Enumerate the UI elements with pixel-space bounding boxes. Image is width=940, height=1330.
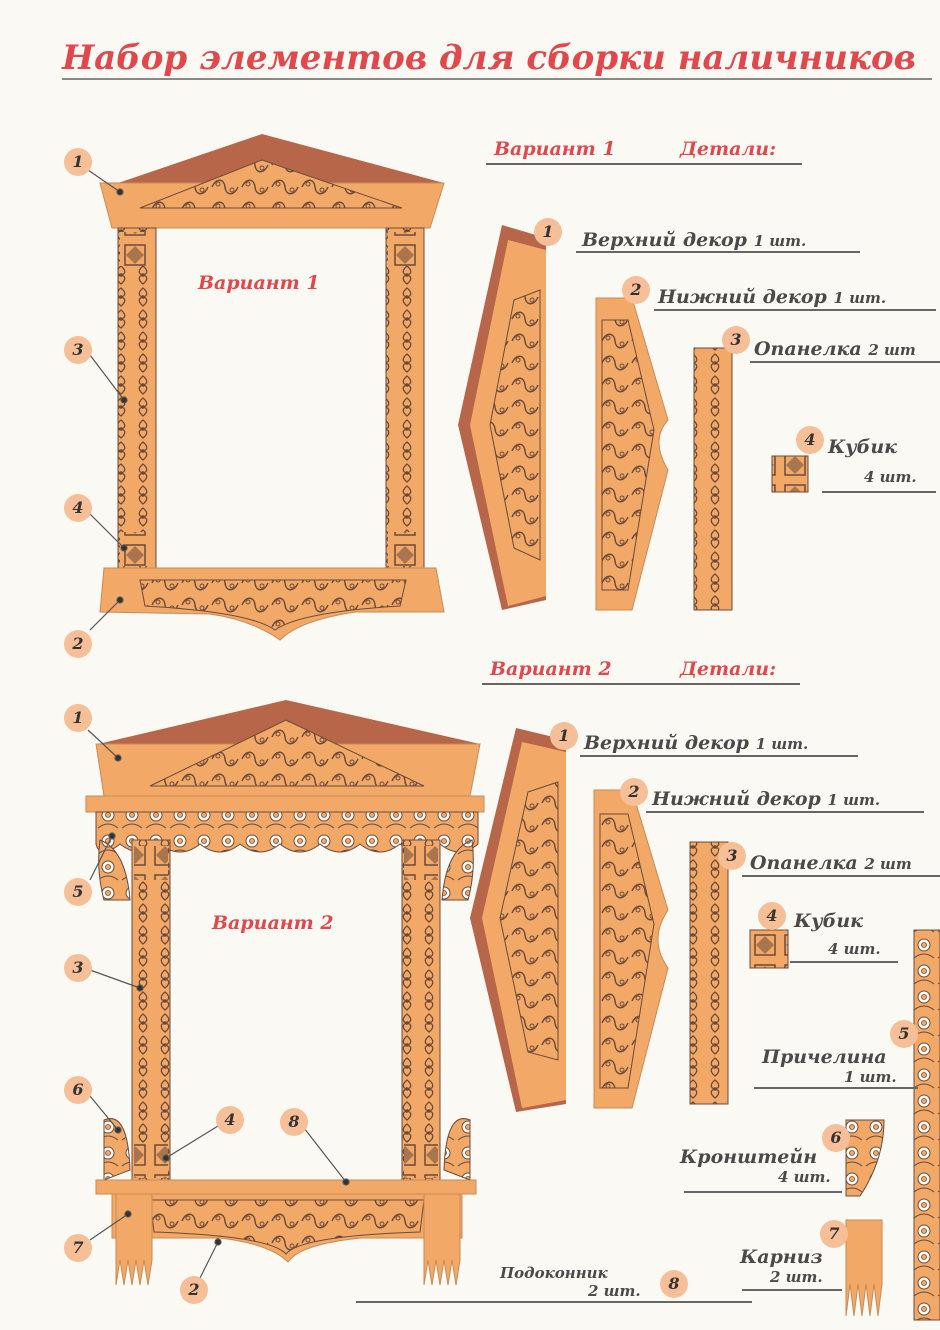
callout-badge: 4 [216, 1106, 244, 1134]
variant1-part-top [458, 225, 546, 610]
section1-frame-label: Вариант 1 [198, 272, 320, 294]
variant2-part-prichelina [913, 929, 940, 1321]
part-badge: 1 [534, 218, 562, 246]
part-badge: 6 [822, 1124, 850, 1152]
part-badge: 5 [890, 1020, 918, 1048]
part-name: Верхний декор 1 шт. [582, 229, 807, 251]
part-qty: 4 шт. [828, 940, 881, 958]
variant2-part-bracket [845, 1119, 885, 1197]
section2-heading-details: Детали: [680, 658, 777, 680]
callout-badge: 3 [64, 336, 92, 364]
variant2-frame [85, 700, 485, 1286]
part-qty: 1 шт. [844, 1068, 897, 1086]
callout-badge: 7 [64, 1234, 92, 1262]
part-badge: 4 [796, 426, 824, 454]
cube [388, 232, 422, 266]
variant2-cornice-shelf [85, 795, 485, 813]
part-badge: 8 [660, 1270, 688, 1298]
callout-badge: 3 [64, 954, 92, 982]
variant1-right-panel [385, 227, 425, 569]
part-badge: 3 [722, 326, 750, 354]
variant1-part-cube [771, 455, 809, 493]
callout-badge: 1 [64, 148, 92, 176]
part-name: Нижний декор 1 шт. [658, 286, 887, 308]
cube [388, 532, 422, 566]
part-badge: 2 [622, 276, 650, 304]
variant2-part-panel [689, 841, 729, 1105]
part-name: Верхний декор 1 шт. [584, 732, 809, 754]
section1-heading-details: Детали: [680, 138, 777, 160]
part-name: Подоконник [500, 1264, 608, 1282]
part-qty: 2 шт. [770, 1268, 823, 1286]
part-qty: 4 шт. [864, 468, 917, 486]
variant2-part-cornice [845, 1219, 883, 1317]
part-name: Карниз [740, 1246, 823, 1268]
variant1-top-carving [139, 159, 403, 209]
variant1-part-panel [693, 347, 733, 611]
title-underline [62, 78, 932, 80]
section1-heading-variant: Вариант 1 [494, 138, 616, 160]
part-name: Кубик [794, 910, 864, 932]
variant1-part-bottom [595, 297, 669, 611]
variant2-part-cube [749, 929, 789, 969]
variant2-sill [95, 1179, 477, 1195]
part-badge: 2 [620, 778, 648, 806]
variant1-frame [99, 134, 445, 641]
page-title: Набор элементов для сборки наличников [62, 38, 916, 78]
part-name: Кубик [828, 436, 898, 458]
callout-badge: 6 [64, 1076, 92, 1104]
part-name: Кронштейн [680, 1146, 818, 1168]
part-badge: 1 [550, 722, 578, 750]
section2-frame-label: Вариант 2 [212, 912, 334, 934]
part-badge: 7 [820, 1220, 848, 1248]
callout-badge: 2 [180, 1276, 208, 1304]
section2-heading-variant: Вариант 2 [490, 658, 612, 680]
callout-badge: 5 [64, 878, 92, 906]
variant2-part-bottom [593, 789, 669, 1109]
part-qty: 4 шт. [778, 1168, 831, 1186]
variant2-part-top [470, 728, 566, 1112]
part-badge: 3 [718, 842, 746, 870]
part-badge: 4 [758, 902, 786, 930]
part-name: Опанелка 2 шт [750, 852, 912, 874]
callout-badge: 1 [64, 704, 92, 732]
variant1-pediment [118, 134, 444, 183]
part-name: Причелина [762, 1046, 887, 1068]
cube [120, 232, 154, 266]
callout-badge: 4 [64, 494, 92, 522]
callout-badge: 2 [64, 630, 92, 658]
part-name: Опанелка 2 шт [754, 338, 916, 360]
part-name: Нижний декор 1 шт. [652, 788, 881, 810]
part-qty: 2 шт. [588, 1282, 641, 1300]
callout-badge: 8 [280, 1108, 308, 1136]
